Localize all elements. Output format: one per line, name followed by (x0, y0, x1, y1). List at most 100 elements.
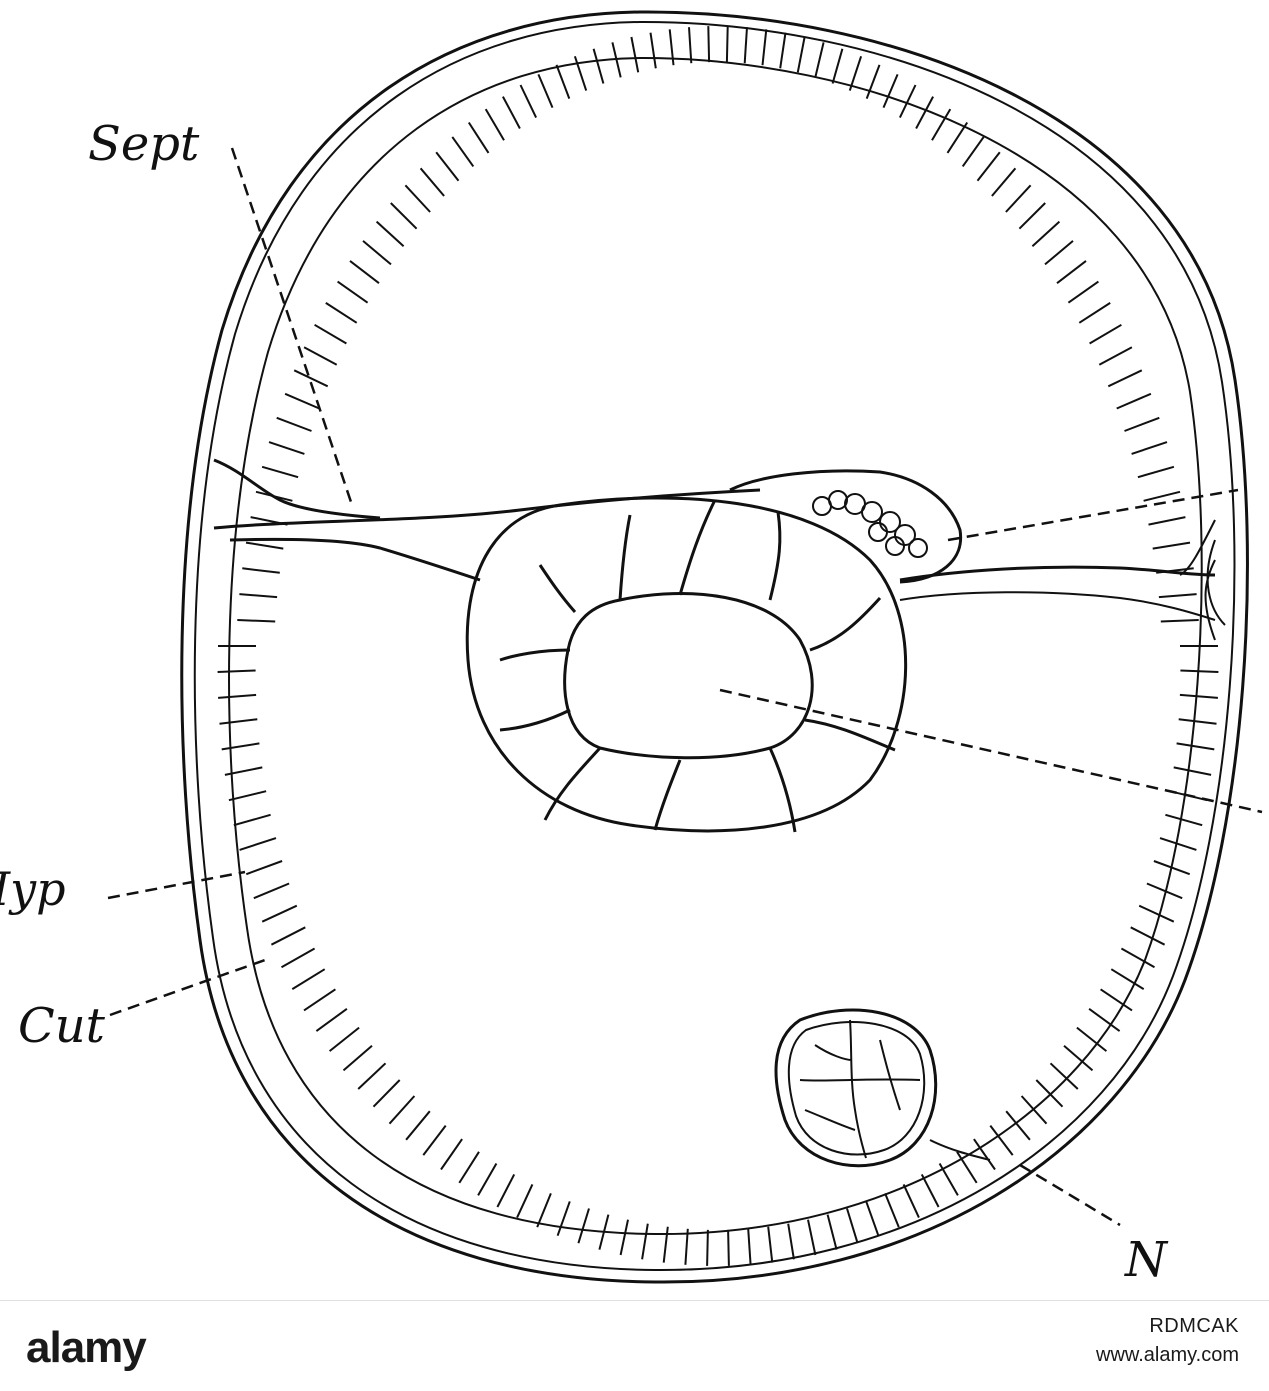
hypodermis-cell-wall (1076, 1026, 1108, 1052)
hypodermis-cell-wall (245, 860, 283, 876)
hypodermis-cell-wall (1107, 369, 1143, 388)
hypodermis-cell-wall (1131, 441, 1168, 455)
hypodermis-cell-wall (233, 813, 271, 827)
footer-meta: RDMCAK www.alamy.com (1096, 1315, 1239, 1367)
hypodermis-cell-wall (767, 1226, 774, 1263)
hypodermis-cell-wall (1146, 882, 1183, 900)
hypodermis-cell-wall (1110, 968, 1145, 990)
intestine-lumen (563, 592, 814, 760)
hypodermis-cell-wall (276, 416, 312, 432)
hypodermis-cell-wall (1078, 302, 1111, 324)
hypodermis-cell-wall (725, 26, 729, 63)
septum-fibers (1179, 519, 1226, 641)
hypodermis-cell-wall (592, 48, 605, 84)
site-url-text: www.alamy.com (1096, 1344, 1239, 1366)
gonad-cells (812, 490, 928, 558)
hypodermis-cell-wall (1158, 593, 1197, 599)
label-sept: Sept (88, 116, 200, 172)
hypodermis-cell-wall (707, 26, 711, 63)
hypodermis-cell-wall (1176, 742, 1215, 751)
hypodermis-cell-wall (1035, 1079, 1064, 1108)
hypodermis-cell-wall (1088, 1007, 1121, 1032)
septum-right (899, 565, 1216, 582)
hypodermis-cell-wall (973, 1138, 996, 1171)
hypodermis-cell-wall (451, 136, 475, 167)
leader-sept (230, 147, 354, 506)
hypodermis-cell-wall (706, 1229, 709, 1266)
hypodermis-cell-wall (1159, 837, 1197, 851)
nerve-cord-outer (774, 1008, 938, 1168)
hypodermis-cell-wall (1137, 465, 1175, 479)
watermark-footer: alamy RDMCAK www.alamy.com (0, 1300, 1269, 1391)
hypodermis-cell-wall (1100, 988, 1133, 1012)
hypodermis-cell-wall (920, 1173, 940, 1208)
hypodermis-cell-wall (1130, 926, 1166, 946)
hypodermis-cell-wall (519, 84, 538, 119)
hypodermis-cell-wall (989, 1124, 1014, 1156)
hypodermis-cell-wall (1098, 346, 1133, 366)
hypodermis-cell-wall (884, 1193, 900, 1228)
hypodermis-cell-wall (743, 27, 748, 64)
leader-cut (109, 958, 266, 1017)
hypodermis-cell-wall (217, 669, 256, 673)
hypodermis-cell-wall (865, 1201, 880, 1237)
nerve-cord-stalk (929, 1139, 991, 1161)
hypodermis-cell-wall (1044, 240, 1074, 266)
hypodermis-cell-wall (641, 1223, 649, 1260)
hypodermis-cells (217, 26, 1219, 1266)
hypodermis-cell-wall (422, 1124, 447, 1156)
hypodermis-cell-wall (662, 1226, 669, 1263)
hypodermis-cell-wall (293, 369, 329, 388)
hypodermis-cell-wall (814, 42, 825, 78)
hypodermis-cell-wall (902, 1183, 920, 1219)
hypodermis-inner-boundary (228, 56, 1203, 1236)
leader-n (1019, 1163, 1121, 1227)
hypodermis-cell-wall (405, 1110, 431, 1141)
septum (213, 488, 761, 530)
hypodermis-cell-wall (440, 1138, 463, 1171)
hypodermis-cell-wall (1165, 813, 1203, 827)
outer-cuticle-outline (180, 10, 1249, 1284)
hypodermis-cell-wall (1178, 718, 1217, 725)
label-cut: Cut (18, 998, 106, 1054)
hypodermis-cell-wall (219, 718, 258, 725)
hypodermis-cell-wall (1173, 766, 1212, 776)
hypodermis-cell-wall (1005, 184, 1032, 213)
hypodermis-cell-wall (239, 593, 278, 599)
diagram-svg: Sept Hyp Cut N (0, 10, 1263, 1288)
hypodermis-cell-wall (946, 121, 969, 154)
hypodermis-cell-wall (761, 29, 768, 66)
hypodermis-cell-wall (807, 1219, 817, 1256)
hypodermis-cell-wall (915, 96, 934, 129)
hypodermis-cell-wall (684, 1228, 689, 1265)
hypodermis-cell-wall (727, 1229, 730, 1266)
hypodermis-cell-wall (261, 904, 298, 923)
hypodermis-cell-wall (253, 882, 290, 900)
hypodermis-cell-wall (1152, 541, 1191, 550)
hypodermis-cell-wall (502, 96, 521, 129)
hypodermis-cell-wall (435, 151, 460, 182)
hypodermis-cell-wall (1179, 693, 1218, 699)
hypodermis-cell-wall (218, 693, 257, 699)
hypodermis-cell-wall (281, 947, 316, 969)
septum-lower-edge (229, 537, 481, 582)
hypodermis-cell-wall (390, 202, 418, 230)
nerve-cord-inner (787, 1021, 926, 1156)
hypodermis-cell-wall (556, 1201, 571, 1237)
hypodermis-cell-wall (516, 1183, 534, 1219)
hypodermis-cell-wall (1056, 260, 1087, 284)
hypodermis-cell-wall (537, 74, 554, 108)
hypodermis-cell-wall (938, 1163, 959, 1196)
hypodermis-cell-wall (245, 541, 284, 550)
hypodermis-cell-wall (831, 48, 844, 84)
hypodermis-cell-wall (796, 36, 806, 73)
hypodermis-cell-wall (991, 167, 1017, 197)
hypodermis-cell-wall (1067, 280, 1099, 304)
hypodermis-cell-wall (611, 42, 622, 78)
hypodermis-cell-wall (688, 27, 693, 64)
hypodermis-cell-wall (291, 968, 326, 990)
hypodermis-cell-wall (239, 837, 277, 851)
hypodermis-cell-wall (404, 184, 431, 213)
hypodermis-cell-wall (1180, 669, 1219, 673)
hypodermis-cell-wall (303, 346, 338, 366)
